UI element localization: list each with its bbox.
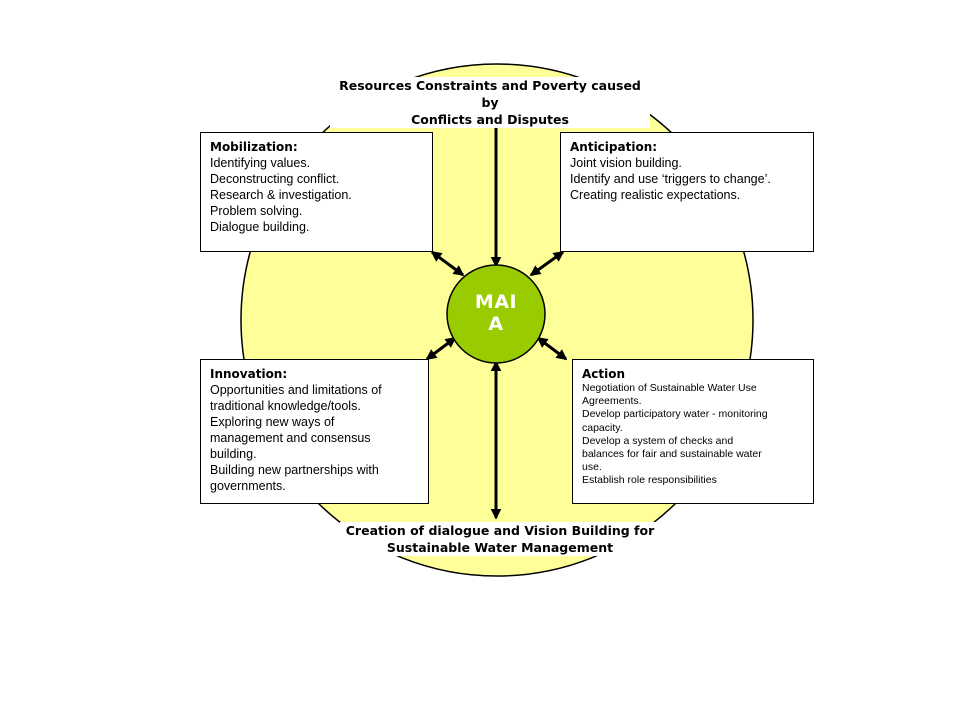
action-item: Develop participatory water - monitoring [582, 408, 768, 421]
center-label-line1: MAI [474, 291, 518, 313]
mobilization-item: Deconstructing conflict. [210, 172, 340, 186]
anticipation-box: Anticipation: Joint vision building. Ide… [560, 132, 814, 252]
top-caption-line: Resources Constraints and Poverty caused… [339, 78, 641, 110]
mobilization-item: Identifying values. [210, 156, 311, 170]
arrow-bottom-left [425, 336, 457, 361]
mobilization-box: Mobilization: Identifying values. Decons… [200, 132, 433, 252]
innovation-item: Opportunities and limitations of [210, 383, 382, 397]
mobilization-item: Problem solving. [210, 204, 303, 218]
action-item: use. [582, 461, 602, 474]
innovation-title: Innovation: [210, 367, 288, 381]
innovation-box: Innovation: Opportunities and limitation… [200, 359, 429, 504]
mobilization-item: Dialogue building. [210, 220, 310, 234]
center-circle [446, 264, 546, 364]
arrow-bottom-right [536, 336, 568, 361]
anticipation-item: Creating realistic expectations. [570, 188, 741, 202]
action-item: Negotiation of Sustainable Water Use [582, 382, 757, 394]
innovation-item: Building new partnerships with [210, 463, 379, 477]
innovation-item: Exploring new ways of [210, 415, 335, 429]
action-title: Action [582, 367, 626, 381]
top-caption: Resources Constraints and Poverty caused… [330, 77, 650, 128]
action-item: Establish role responsibilities [582, 474, 717, 487]
action-item: balances for fair and sustainable water [582, 448, 762, 461]
action-box: Action Negotiation of Sustainable Water … [572, 359, 814, 504]
center-label-line2: A [488, 313, 504, 335]
action-item: Develop a system of checks and [582, 434, 734, 447]
innovation-item: traditional knowledge/tools. [210, 399, 361, 413]
anticipation-item: Identify and use ‘triggers to change’. [570, 172, 771, 186]
arrow-top-right [529, 250, 565, 277]
center-label: MAI A [447, 269, 545, 357]
action-item: Agreements. [582, 395, 642, 408]
innovation-item: management and consensus [210, 431, 371, 445]
mobilization-item: Research & investigation. [210, 188, 352, 202]
arrow-top-left [430, 250, 465, 277]
bottom-caption-line: Sustainable Water Management [386, 540, 614, 555]
bottom-caption: Creation of dialogue and Vision Building… [340, 522, 660, 556]
anticipation-item: Joint vision building. [570, 156, 682, 170]
mobilization-title: Mobilization: [210, 140, 298, 154]
innovation-item: governments. [210, 479, 286, 493]
innovation-item: building. [210, 447, 257, 461]
top-caption-line: Conflicts and Disputes [411, 112, 569, 127]
bottom-caption-line: Creation of dialogue and Vision Building… [345, 523, 655, 538]
anticipation-title: Anticipation: [570, 140, 658, 154]
action-item: capacity. [582, 421, 623, 434]
